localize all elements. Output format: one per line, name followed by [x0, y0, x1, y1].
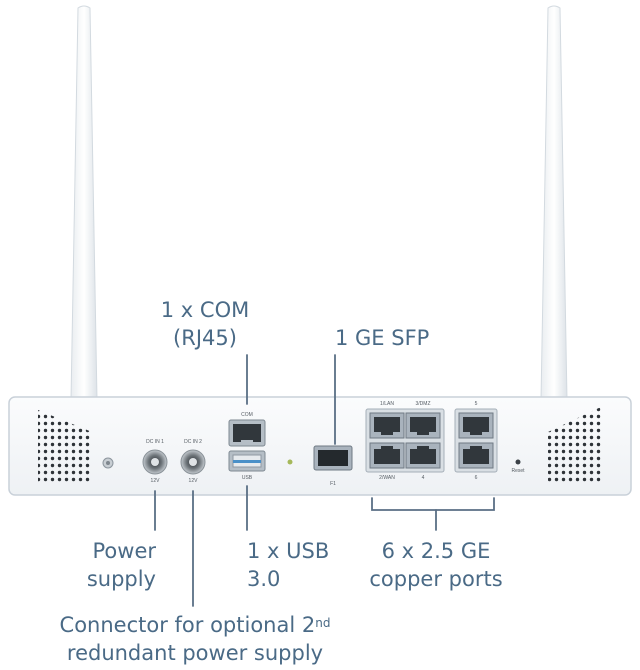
redundant-power-label-line1-text: Connector for optional 2 [59, 613, 316, 637]
status-led [287, 459, 293, 465]
sfp-label-line1: 1 GE SFP [335, 326, 430, 350]
redundant-power-label-line2: redundant power supply [66, 641, 324, 665]
power-supply-label: Power supply [60, 537, 156, 593]
port-3-text: 3/DMZ [416, 401, 431, 407]
com-port-text: COM [241, 412, 253, 418]
rj45-port-1 [369, 412, 405, 439]
antenna-left [65, 5, 103, 433]
copper-ports-label-line2: copper ports [369, 567, 503, 591]
sfp-port-text: F1 [330, 481, 336, 487]
port-2-text: 2/WAN [379, 475, 395, 481]
dc-in-1-voltage: 12V [151, 478, 161, 484]
port-4-text: 4 [422, 475, 425, 481]
port-5-text: 5 [475, 401, 478, 407]
rj45-port-5 [458, 412, 494, 439]
redundant-power-label-sup: nd [315, 616, 331, 630]
usb-port [228, 450, 266, 472]
com-label: 1 x COM (RJ45) [150, 296, 260, 352]
reset-text: Reset [511, 468, 525, 474]
dc-in-1-connector [142, 449, 168, 475]
dc-in-2-voltage: 12V [189, 478, 199, 484]
port-1-text: 1/LAN [380, 401, 394, 407]
power-supply-label-line1: Power [92, 539, 157, 563]
copper-ports-label: 6 x 2.5 GE copper ports [356, 537, 516, 593]
vent-left [38, 410, 92, 482]
vent-right [548, 406, 603, 482]
rj45-port-2 [369, 442, 405, 469]
copper-bracket [371, 497, 495, 511]
usb-label-line1: 1 x USB [247, 539, 330, 563]
com-label-line2: (RJ45) [173, 326, 237, 350]
dc-in-2-text: DC IN 2 [184, 439, 202, 445]
com-label-line1: 1 x COM [160, 298, 250, 322]
dc-in-2-connector [180, 449, 206, 475]
sfp-port [313, 445, 353, 471]
dc-in-1-text: DC IN 1 [146, 439, 164, 445]
antenna-right [535, 5, 573, 433]
port-6-text: 6 [475, 475, 478, 481]
rj45-port-3 [405, 412, 441, 439]
usb-port-text: USB [242, 475, 253, 481]
com-port [228, 419, 266, 447]
redundant-power-label: Connector for optional 2nd redundant pow… [40, 611, 350, 667]
usb-label: 1 x USB 3.0 [247, 537, 329, 593]
power-supply-label-line2: supply [86, 567, 156, 591]
usb-label-line2: 3.0 [247, 567, 281, 591]
reset-button [515, 459, 521, 465]
rj45-port-6 [458, 442, 494, 469]
redundant-power-label-line1: Connector for optional 2nd [40, 611, 350, 639]
rj45-port-4 [405, 442, 441, 469]
copper-ports-label-line1: 6 x 2.5 GE [381, 539, 491, 563]
sfp-label: 1 GE SFP [335, 324, 429, 352]
ground-screw [102, 457, 114, 469]
